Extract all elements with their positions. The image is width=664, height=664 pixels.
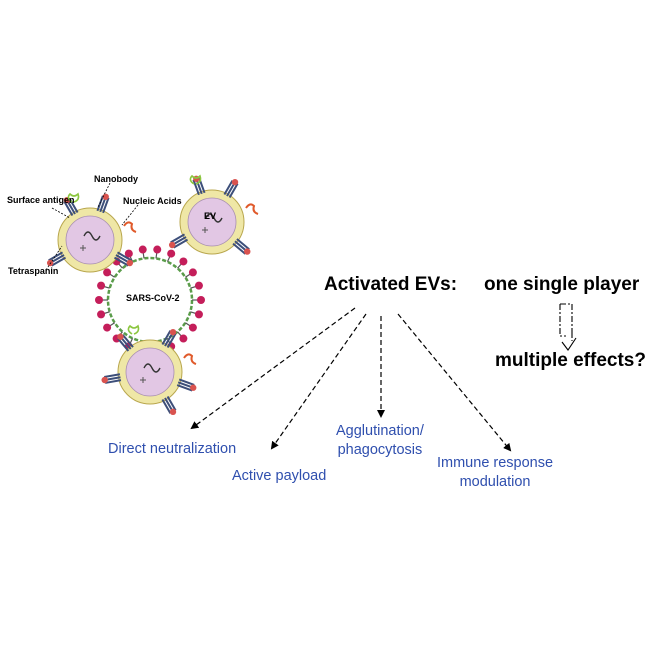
leader-tetraspanin (45, 245, 63, 271)
internal-cargo (202, 227, 208, 233)
tetraspanin-helix (236, 238, 250, 251)
tetraspanin-helix (170, 233, 186, 244)
internal-cargo (80, 245, 86, 251)
tetraspanin-helix (228, 183, 239, 199)
leader-nucleic-acids (121, 204, 139, 226)
surface-antigen (189, 174, 202, 185)
virus-spike (179, 257, 188, 266)
virus-spike (97, 281, 106, 290)
tetraspanin-helix (116, 251, 132, 262)
internal-cargo (140, 377, 146, 383)
tetraspanin-helix (173, 238, 189, 249)
effect-immune-response-modulation: Immune response modulation (437, 454, 553, 492)
tetraspanin-helix (166, 333, 177, 349)
ev-top-right (168, 174, 259, 255)
virus-spike (188, 323, 197, 332)
nanobody (46, 259, 54, 267)
virus-spike (138, 245, 147, 254)
tetraspanin-helix (117, 338, 130, 352)
leader-surface-antigen (51, 207, 71, 219)
tetraspanin-helix (113, 256, 129, 267)
tetraspanin-helix (48, 251, 64, 262)
nanobody (101, 376, 108, 384)
virus-spike (188, 268, 197, 277)
tetraspanin-helix (121, 334, 134, 348)
effect-agglutination-line-1: Agglutination/ (336, 423, 424, 439)
virus-spike (194, 281, 203, 290)
effect-immune-line-2: modulation (459, 474, 531, 490)
label-nucleic-acids: Nucleic Acids (123, 196, 182, 206)
virus-spike (95, 296, 103, 304)
ev-top-left (46, 192, 137, 273)
headline-one-single-player: one single player (484, 274, 640, 295)
surface-antigen (67, 192, 80, 203)
tetraspanin-helix (223, 180, 234, 196)
effect-agglutination-line-2: phagocytosis (337, 442, 423, 458)
ev-lumen (125, 347, 175, 397)
tetraspanin-helix (178, 378, 195, 386)
virus-spike (197, 296, 205, 304)
tetraspanin-helix (166, 395, 177, 411)
effect-agglutination-phagocytosis: Agglutination/ phagocytosis (336, 422, 424, 460)
surface-nucleic-acid (123, 221, 137, 233)
single-to-multiple-arrow (559, 303, 577, 351)
virus-spike (103, 268, 112, 277)
virus-spike (103, 323, 112, 332)
surface-nucleic-acid (245, 203, 259, 215)
effect-immune-line-1: Immune response (437, 455, 554, 471)
internal-rna (205, 213, 223, 223)
nanobody (169, 408, 177, 416)
ev-lumen (65, 215, 115, 265)
tetraspanin-helix (105, 379, 122, 384)
tetraspanin-helix (51, 256, 67, 267)
label-ev: EV (204, 211, 217, 221)
tetraspanin-helix (161, 398, 172, 414)
tetraspanin-helix (192, 179, 200, 196)
label-tetraspanin: Tetraspanin (8, 266, 59, 276)
virus-spike (124, 249, 133, 258)
label-sars-cov-2: SARS-CoV-2 (126, 293, 180, 303)
virus-spike (167, 249, 176, 258)
tetraspanin-helix (63, 201, 74, 217)
virus-spike (179, 334, 188, 343)
nanobody (169, 328, 177, 336)
label-leader-lines (45, 182, 139, 271)
internal-rna (143, 363, 161, 373)
ev-lumen (187, 197, 237, 247)
effect-direct-neutralization-line-1: Direct neutralization (108, 441, 237, 457)
leader-nanobody (97, 182, 111, 208)
virus-spike (153, 245, 162, 254)
nanobody (244, 248, 251, 255)
effect-direct-neutralization: Direct neutralization (108, 440, 236, 459)
effect-active-payload-line-1: Active payload (232, 468, 327, 484)
arrow-direct-neutralization (190, 307, 356, 430)
tetraspanin-helix (104, 373, 121, 379)
nanobody (102, 193, 109, 200)
nanobody (231, 178, 239, 186)
effect-active-payload: Active payload (232, 467, 326, 486)
surface-nucleic-acid (183, 353, 197, 365)
headline-multiple-effects: multiple effects? (495, 350, 646, 371)
virus-spike (194, 310, 203, 319)
ev-bottom (101, 324, 197, 416)
tetraspanin-helix (161, 330, 172, 346)
tetraspanin-helix (232, 242, 246, 255)
nanobody (126, 259, 134, 267)
label-surface-antigen: Surface antigen (7, 195, 75, 205)
nanobody (117, 333, 124, 340)
tetraspanin-helix (102, 197, 110, 214)
label-nanobody: Nanobody (94, 174, 138, 184)
surface-antigen (127, 324, 140, 335)
nanobody (168, 241, 176, 249)
arrow-active-payload (270, 313, 367, 450)
arrow-immune-response (397, 313, 512, 452)
tetraspanin-helix (176, 384, 193, 392)
effect-arrows (190, 307, 512, 452)
headline-activated-evs: Activated EVs: (324, 274, 458, 295)
nanobody (190, 384, 197, 391)
virus-spike (97, 310, 106, 319)
internal-rna (83, 231, 101, 241)
